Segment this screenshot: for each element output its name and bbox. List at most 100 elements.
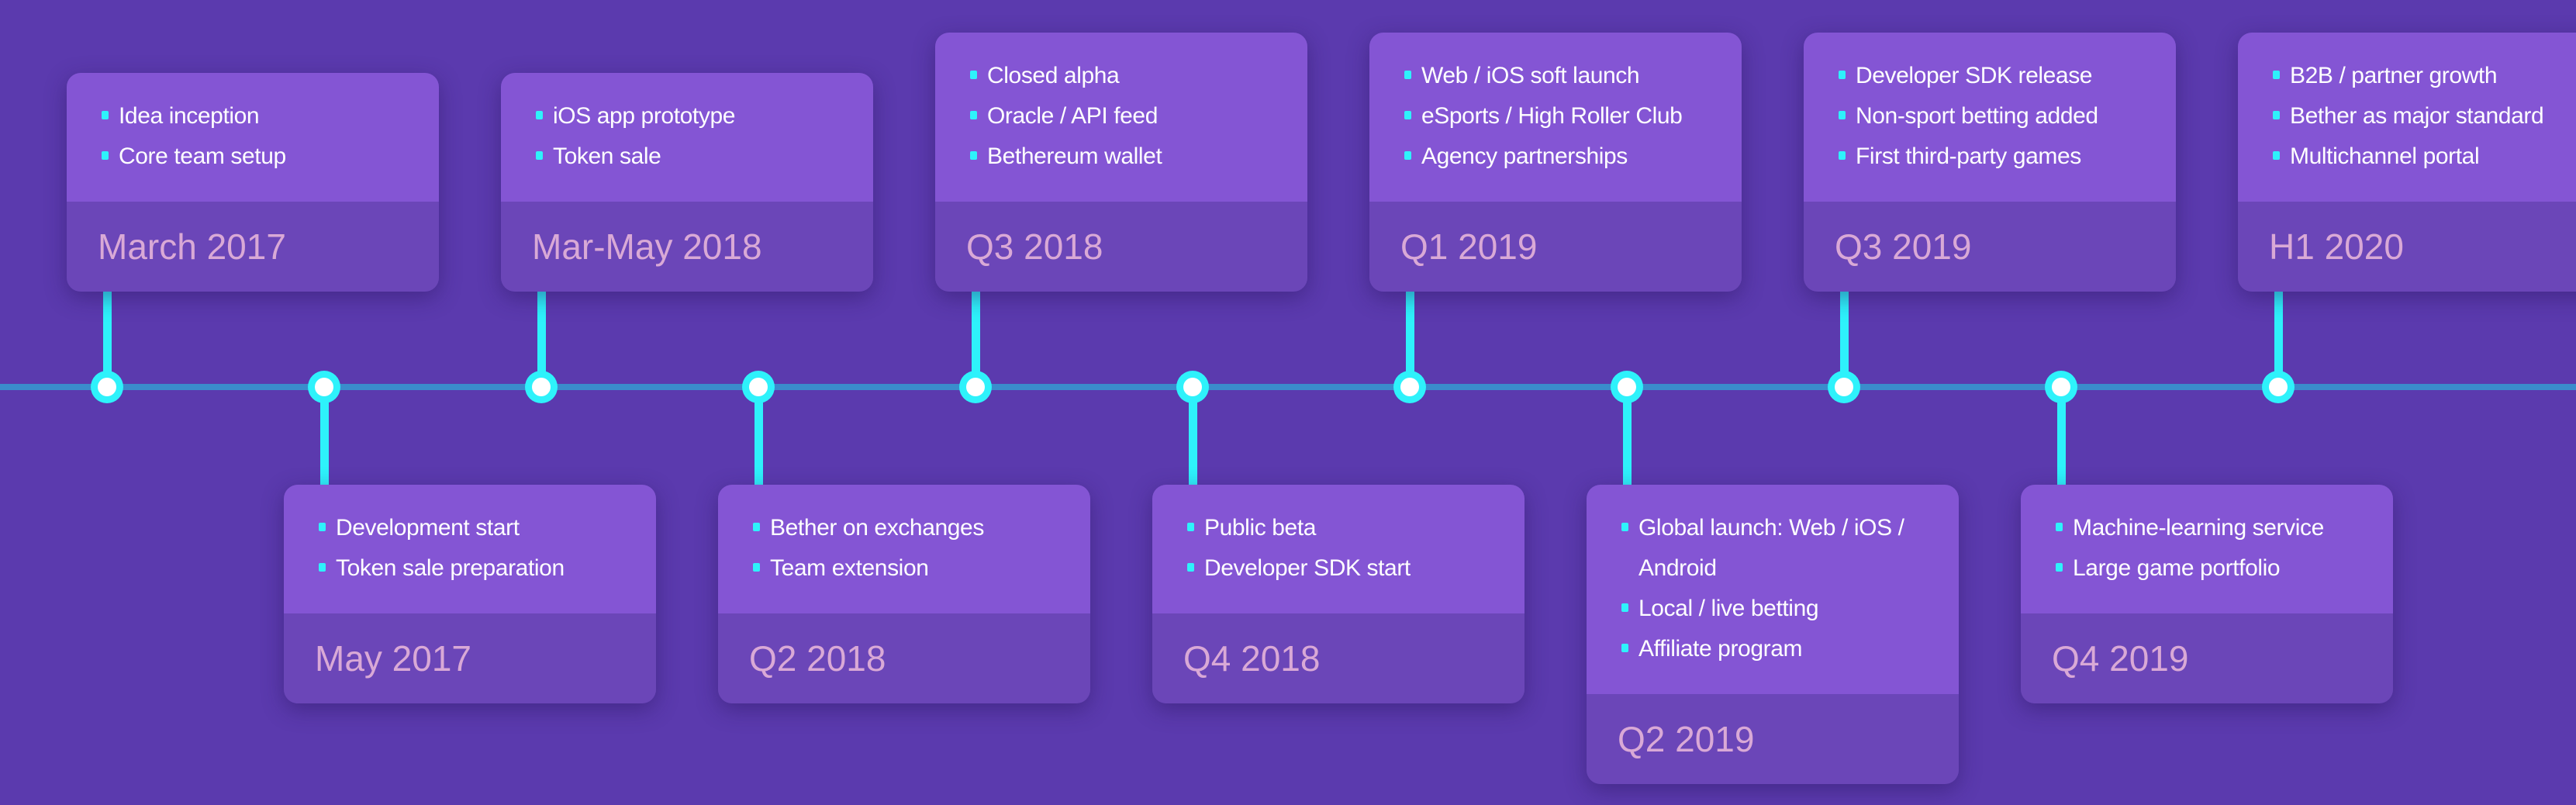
timeline-node-icon [959,371,992,403]
bullet-icon [102,151,109,160]
timeline-line [0,384,2576,390]
bullet-icon [1621,644,1628,652]
milestone-date: Q2 2019 [1618,719,1755,759]
milestone-date: Q1 2019 [1400,226,1538,267]
milestone-footer: Q1 2019 [1369,202,1742,292]
milestone-item-text: Closed alpha [987,63,1120,88]
milestone-item-text: Affiliate program [1638,636,1803,662]
bullet-icon [2273,151,2280,160]
bullet-icon [1404,111,1411,119]
timeline-node-icon [2045,371,2077,403]
milestone-date: Q3 2018 [966,226,1103,267]
bullet-icon [1187,563,1194,572]
milestone-footer: Q3 2019 [1804,202,2176,292]
milestone-date: Q3 2019 [1835,226,1972,267]
milestone-item: Bether as major standard [2273,96,2576,136]
milestone-item: Team extension [753,548,1067,589]
milestone-item-text: Global launch: Web / iOS / Android [1638,515,1904,581]
milestone-item-text: Machine-learning service [2073,515,2324,541]
bullet-icon [970,71,977,79]
milestone-item: Large game portfolio [2056,548,2370,589]
timeline-node-icon [308,371,340,403]
milestone-item-text: Large game portfolio [2073,555,2281,581]
bullet-icon [753,563,760,572]
milestone-item-text: Web / iOS soft launch [1421,63,1640,88]
connector-stem [1189,387,1197,489]
milestone-item-text: First third-party games [1856,143,2081,169]
milestone-item: Agency partnerships [1404,136,1718,177]
milestone-date: Mar-May 2018 [532,226,762,267]
milestone-footer: Mar-May 2018 [501,202,873,292]
bullet-icon [2056,563,2063,572]
milestone-items: Web / iOS soft launch eSports / High Roll… [1369,33,1742,202]
milestone-item: iOS app prototype [536,96,850,136]
bullet-icon [970,111,977,119]
milestone-item-text: Token sale preparation [336,555,565,581]
milestone-item-text: Agency partnerships [1421,143,1628,169]
milestone-item-text: eSports / High Roller Club [1421,103,1683,129]
milestone-item: Machine-learning service [2056,508,2370,548]
milestone-item: Affiliate program [1621,629,1935,669]
bullet-icon [2273,111,2280,119]
milestone-item-text: Public beta [1204,515,1317,541]
milestone-date: Q2 2018 [749,638,886,679]
milestone-footer: May 2017 [284,613,656,703]
milestone-item: Bether on exchanges [753,508,1067,548]
milestone-footer: H1 2020 [2238,202,2576,292]
milestone-item: Token sale preparation [319,548,633,589]
milestone-item-text: Non-sport betting added [1856,103,2098,129]
milestone-footer: Q4 2018 [1152,613,1525,703]
connector-stem [1840,287,1849,387]
milestone-item: Multichannel portal [2273,136,2576,177]
milestone-footer: Q2 2019 [1587,694,1959,784]
milestone-footer: Q4 2019 [2021,613,2393,703]
connector-stem [1406,287,1414,387]
bullet-icon [753,523,760,531]
milestone-item-text: Idea inception [119,103,260,129]
milestone-date: March 2017 [98,226,286,267]
bullet-icon [1404,71,1411,79]
bullet-icon [970,151,977,160]
bullet-icon [1839,111,1846,119]
milestone-item: Web / iOS soft launch [1404,56,1718,96]
milestone-date: May 2017 [315,638,472,679]
milestone-item-text: Bethereum wallet [987,143,1162,169]
timeline-node-icon [1611,371,1643,403]
bullet-icon [319,523,326,531]
timeline-node-icon [91,371,123,403]
bullet-icon [2056,523,2063,531]
bullet-icon [2273,71,2280,79]
milestone-item: Non-sport betting added [1839,96,2153,136]
connector-stem [754,387,763,489]
milestone-item: Public beta [1187,508,1501,548]
milestone-item: B2B / partner growth [2273,56,2576,96]
milestone-item-text: Developer SDK start [1204,555,1411,581]
connector-stem [1623,387,1632,489]
milestone-item: Bethereum wallet [970,136,1284,177]
milestone-item: First third-party games [1839,136,2153,177]
milestone-item-text: Token sale [553,143,661,169]
connector-stem [2274,287,2283,387]
bullet-icon [536,111,543,119]
milestone-item-text: iOS app prototype [553,103,736,129]
bullet-icon [1404,151,1411,160]
milestone-item: Developer SDK start [1187,548,1501,589]
timeline-node-icon [742,371,775,403]
milestone-item: Developer SDK release [1839,56,2153,96]
connector-stem [320,387,329,489]
milestone-footer: Q2 2018 [718,613,1090,703]
